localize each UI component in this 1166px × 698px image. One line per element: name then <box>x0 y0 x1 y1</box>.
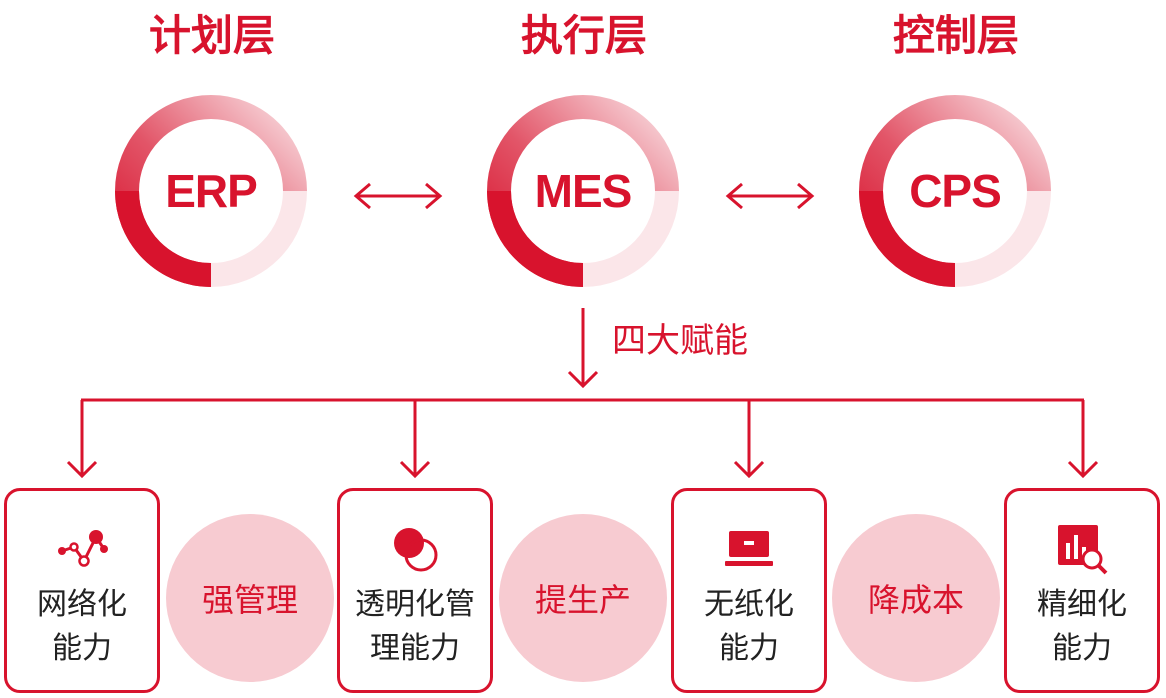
capability-line2: 理能力 <box>370 631 460 666</box>
capability-line1: 网络化 <box>37 587 127 622</box>
benefit-strong-management: 强管理 <box>166 514 334 682</box>
ring-erp: ERP <box>105 85 317 297</box>
double-arrow-icon <box>353 182 443 210</box>
capability-card-network: 网络化 能力 <box>4 488 160 693</box>
empower-label: 四大赋能 <box>612 321 748 361</box>
ring-graphic <box>115 95 307 287</box>
benefit-reduce-cost: 降成本 <box>832 514 1000 682</box>
overlapping-circles-icon <box>394 528 438 572</box>
network-nodes-icon <box>58 530 108 567</box>
capability-card-paperless: 无纸化 能力 <box>671 488 827 693</box>
ring-label-erp: ERP <box>165 165 258 217</box>
ring-graphic <box>859 95 1051 287</box>
capability-line2: 能力 <box>719 631 779 666</box>
ring-cps: CPS <box>849 85 1061 297</box>
capability-line1: 透明化管 <box>355 587 475 622</box>
capability-line2: 能力 <box>1052 631 1112 666</box>
chart-magnifier-icon <box>1058 525 1108 575</box>
capability-line1: 无纸化 <box>704 587 794 622</box>
capability-card-transparent: 透明化管 理能力 <box>337 488 493 693</box>
ring-mes: MES <box>477 85 689 297</box>
capability-text: 网络化 能力 <box>7 583 157 671</box>
ring-label-cps: CPS <box>909 165 1002 217</box>
laptop-icon <box>725 531 773 566</box>
double-arrow-icon <box>725 182 815 210</box>
layer-title-control: 控制层 <box>892 11 1019 60</box>
capability-card-refined: 精细化 能力 <box>1004 488 1160 693</box>
benefit-increase-production: 提生产 <box>499 514 667 682</box>
capability-text: 精细化 能力 <box>1007 583 1157 671</box>
ring-graphic <box>487 95 679 287</box>
capability-text: 无纸化 能力 <box>674 583 824 671</box>
branch-connector <box>66 308 1099 479</box>
layer-title-execute: 执行层 <box>520 11 647 60</box>
capability-line2: 能力 <box>52 631 112 666</box>
layer-title-plan: 计划层 <box>148 11 275 60</box>
capability-line1: 精细化 <box>1037 587 1127 622</box>
ring-label-mes: MES <box>534 165 633 217</box>
capability-text: 透明化管 理能力 <box>340 583 490 671</box>
